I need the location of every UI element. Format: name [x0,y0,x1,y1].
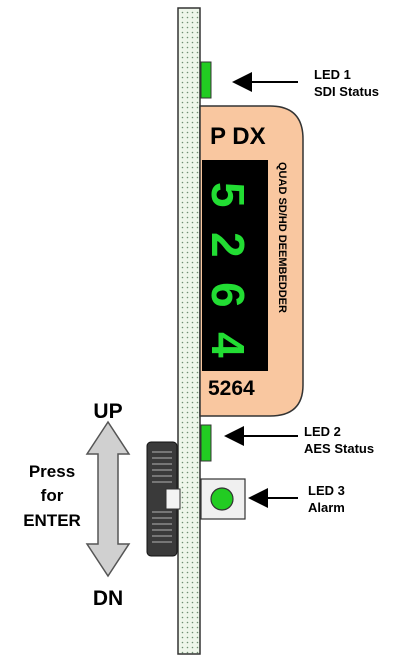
led-2-title: LED 2 [304,424,341,439]
digit-1: 5 [202,182,254,208]
display-panel [202,160,268,371]
display-digits: 5 2 6 4 [202,182,254,358]
product-name: QUAD SD/HD DEEMBEDDER [276,162,288,313]
digit-4: 4 [202,332,254,358]
led-3-title: LED 3 [308,483,345,498]
led-1-sub: SDI Status [314,84,379,99]
circuit-board [177,7,201,655]
brand-label: P DX [210,123,266,150]
led-1 [200,61,212,99]
press-line-1: Press [29,462,75,481]
led-3 [210,487,234,511]
led-2 [200,424,212,462]
press-line-2: for [41,486,64,505]
led-1-title: LED 1 [314,67,351,82]
digit-3: 6 [202,282,254,308]
up-label: UP [93,400,122,423]
led-2-sub: AES Status [304,441,374,456]
toggle-lever[interactable] [165,488,181,510]
up-down-arrow [85,420,131,578]
led-3-sub: Alarm [308,500,345,515]
press-line-3: ENTER [23,511,81,530]
toggle-switch[interactable] [146,441,181,557]
digit-2: 2 [202,232,254,258]
down-label: DN [93,587,123,610]
model-number: 5264 [208,377,255,400]
